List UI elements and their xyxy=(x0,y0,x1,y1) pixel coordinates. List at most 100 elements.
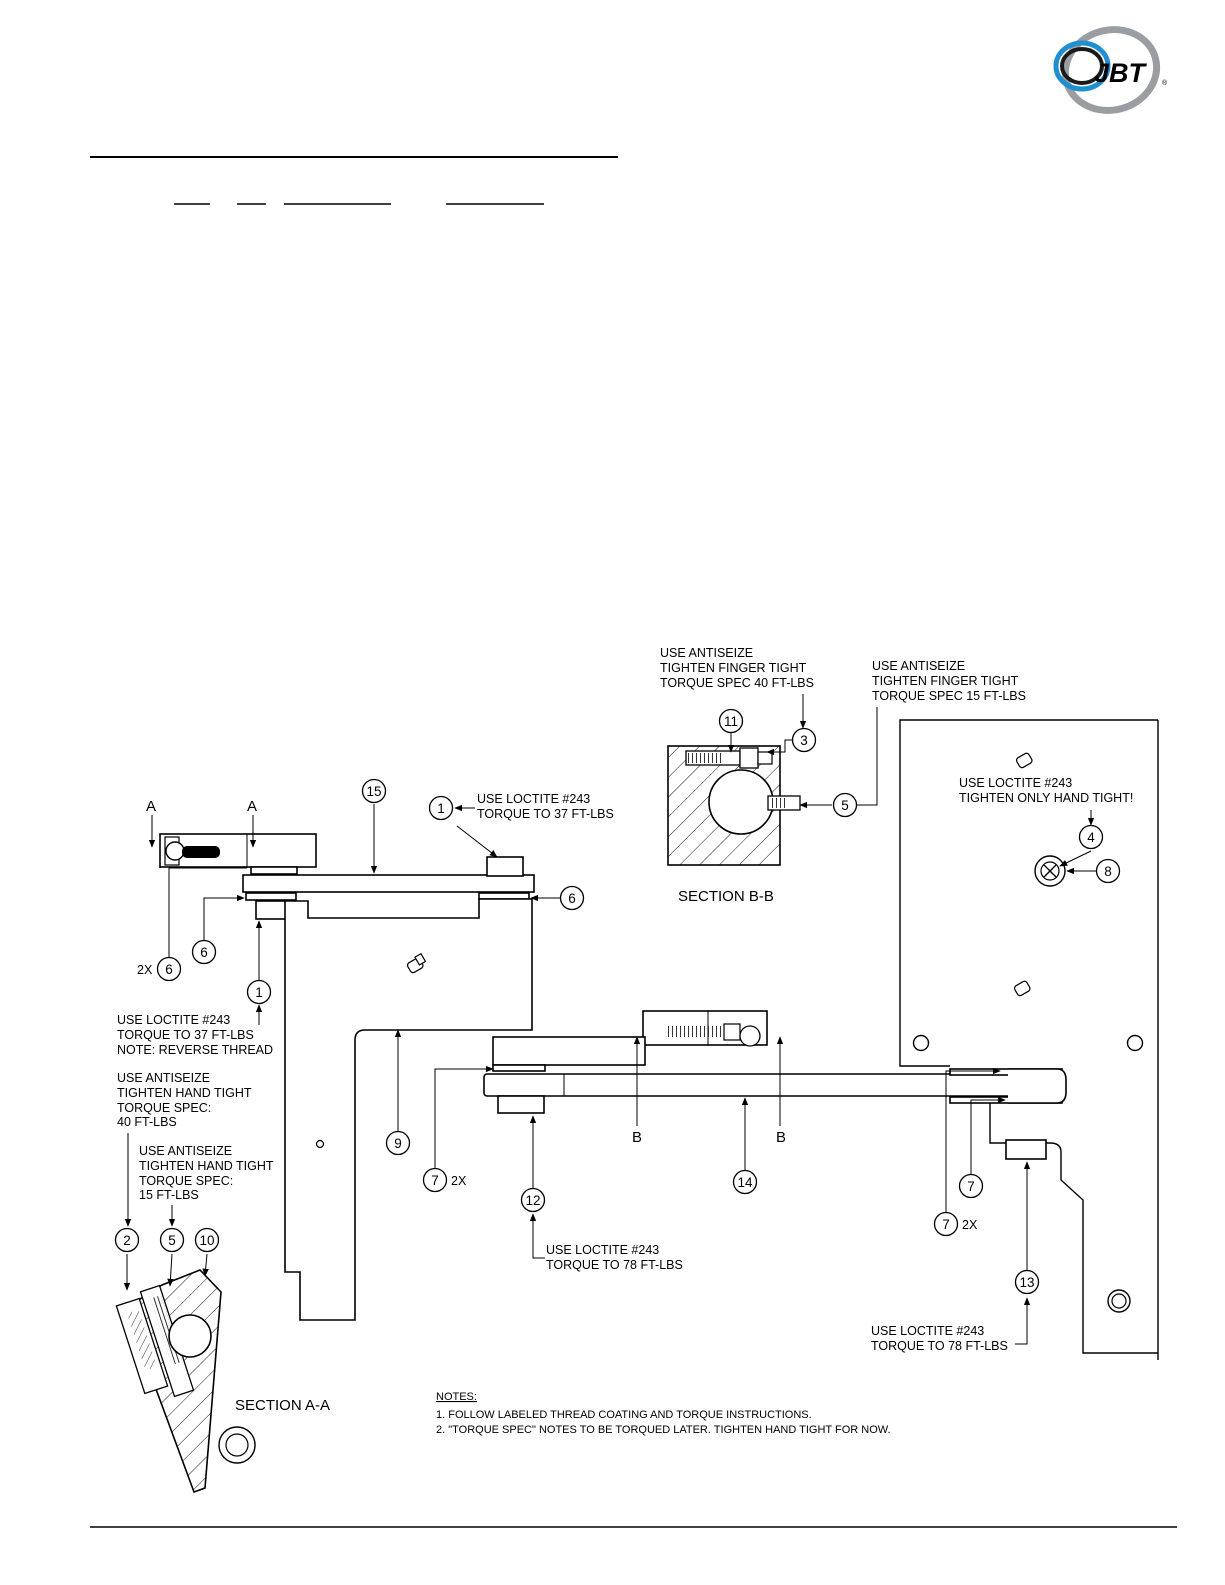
svg-text:USE ANTISEIZE: USE ANTISEIZE xyxy=(872,659,965,673)
svg-text:USE ANTISEIZE: USE ANTISEIZE xyxy=(117,1071,210,1085)
svg-text:TORQUE TO 78 FT-LBS: TORQUE TO 78 FT-LBS xyxy=(871,1339,1008,1353)
upper-bracket-assembly xyxy=(159,833,535,1321)
callout-loctite-37-reverse: USE LOCTITE #243 TORQUE TO 37 FT-LBS NOT… xyxy=(117,1013,273,1057)
balloon-5-bb: 5 xyxy=(832,792,858,818)
svg-text:5: 5 xyxy=(841,798,849,813)
balloon-1-bottom: 1 xyxy=(246,979,272,1005)
svg-text:USE LOCTITE #243: USE LOCTITE #243 xyxy=(871,1324,984,1338)
balloon-3: 3 xyxy=(791,727,817,753)
cut-b-left: B xyxy=(632,1129,642,1146)
cut-a-right: A xyxy=(247,798,257,815)
logo-text: JBT xyxy=(1094,58,1148,88)
callout-loctite-37-top: USE LOCTITE #243 TORQUE TO 37 FT-LBS xyxy=(477,792,614,821)
right-mount-plate xyxy=(899,719,1159,1360)
svg-text:USE LOCTITE #243: USE LOCTITE #243 xyxy=(959,776,1072,790)
svg-text:TORQUE SPEC:: TORQUE SPEC: xyxy=(139,1174,233,1188)
balloon-6-right: 6 xyxy=(559,885,585,911)
balloon-7-right: 7 xyxy=(958,1173,984,1199)
svg-text:15 FT-LBS: 15 FT-LBS xyxy=(139,1188,199,1202)
svg-text:®: ® xyxy=(1162,79,1168,87)
balloon-5-aa: 5 xyxy=(159,1227,185,1253)
callout-loctite-78-left: USE LOCTITE #243 TORQUE TO 78 FT-LBS xyxy=(546,1243,683,1272)
item-balloons: 15 1 6 6 6 2X 1 9 7 2X 12 14 7 7 2X 13 4… xyxy=(114,708,1121,1295)
cut-b-right: B xyxy=(776,1129,786,1146)
svg-text:TIGHTEN FINGER TIGHT: TIGHTEN FINGER TIGHT xyxy=(660,661,807,675)
svg-text:12: 12 xyxy=(525,1193,540,1208)
callout-antiseize-hand-15: USE ANTISEIZE TIGHTEN HAND TIGHT TORQUE … xyxy=(139,1144,274,1202)
jbt-logo: JBT ® xyxy=(1053,26,1168,114)
svg-text:TORQUE SPEC 40 FT-LBS: TORQUE SPEC 40 FT-LBS xyxy=(660,676,814,690)
qty-2x-7-right: 2X xyxy=(962,1218,978,1232)
svg-text:TORQUE SPEC:: TORQUE SPEC: xyxy=(117,1101,211,1115)
callout-loctite-78-right: USE LOCTITE #243 TORQUE TO 78 FT-LBS xyxy=(871,1324,1008,1353)
balloon-11: 11 xyxy=(718,708,744,734)
svg-text:14: 14 xyxy=(737,1175,753,1190)
callout-antiseize-40: USE ANTISEIZE TIGHTEN FINGER TIGHT TORQU… xyxy=(660,646,814,690)
balloon-14: 14 xyxy=(732,1169,758,1195)
section-b-b-view xyxy=(667,745,801,866)
svg-text:7: 7 xyxy=(942,1217,950,1232)
note-2: 2. "TORQUE SPEC" NOTES TO BE TORQUED LAT… xyxy=(436,1424,891,1436)
balloon-13: 13 xyxy=(1014,1269,1040,1295)
balloon-12: 12 xyxy=(520,1187,546,1213)
grease-fitting-icon xyxy=(406,952,427,974)
svg-text:2: 2 xyxy=(123,1233,131,1248)
svg-text:TORQUE TO 37 FT-LBS: TORQUE TO 37 FT-LBS xyxy=(117,1028,254,1042)
svg-text:9: 9 xyxy=(394,1136,402,1151)
svg-text:10: 10 xyxy=(199,1233,214,1248)
svg-text:USE LOCTITE #243: USE LOCTITE #243 xyxy=(477,792,590,806)
svg-text:TORQUE TO 37 FT-LBS: TORQUE TO 37 FT-LBS xyxy=(477,807,614,821)
svg-text:6: 6 xyxy=(200,945,208,960)
leader-lines xyxy=(123,694,1096,1345)
balloon-4: 4 xyxy=(1078,824,1104,850)
lower-arm-assembly xyxy=(483,1010,1067,1114)
note-1: 1. FOLLOW LABELED THREAD COATING AND TOR… xyxy=(436,1409,812,1421)
svg-text:3: 3 xyxy=(800,733,808,748)
svg-text:TIGHTEN FINGER TIGHT: TIGHTEN FINGER TIGHT xyxy=(872,674,1019,688)
balloon-8: 8 xyxy=(1095,858,1121,884)
qty-2x-7-left: 2X xyxy=(451,1174,467,1188)
balloon-6-2x: 6 xyxy=(156,956,182,982)
svg-text:40 FT-LBS: 40 FT-LBS xyxy=(117,1115,177,1129)
svg-text:13: 13 xyxy=(1019,1275,1034,1290)
balloon-9: 9 xyxy=(385,1130,411,1156)
section-b-b-label: SECTION B-B xyxy=(678,888,774,905)
notes-heading: NOTES: xyxy=(436,1391,477,1403)
balloon-6-left: 6 xyxy=(191,939,217,965)
section-a-a-view xyxy=(115,1269,256,1494)
svg-text:1: 1 xyxy=(255,985,263,1000)
cut-a-left: A xyxy=(146,798,156,815)
callout-loctite-hand-tight: USE LOCTITE #243 TIGHTEN ONLY HAND TIGHT… xyxy=(959,776,1133,805)
svg-text:11: 11 xyxy=(724,714,738,729)
section-a-a-label: SECTION A-A xyxy=(235,1397,330,1414)
balloon-7-left: 7 xyxy=(422,1167,448,1193)
svg-text:TORQUE TO 78 FT-LBS: TORQUE TO 78 FT-LBS xyxy=(546,1258,683,1272)
svg-text:NOTE: REVERSE THREAD: NOTE: REVERSE THREAD xyxy=(117,1043,273,1057)
svg-text:1: 1 xyxy=(437,801,445,816)
svg-text:USE ANTISEIZE: USE ANTISEIZE xyxy=(139,1144,232,1158)
balloon-10: 10 xyxy=(194,1227,220,1253)
svg-text:4: 4 xyxy=(1087,830,1095,845)
grease-fitting-icon xyxy=(1013,752,1033,997)
callout-antiseize-hand-40: USE ANTISEIZE TIGHTEN HAND TIGHT TORQUE … xyxy=(117,1071,252,1129)
svg-text:6: 6 xyxy=(165,962,173,977)
svg-text:TIGHTEN ONLY HAND TIGHT!: TIGHTEN ONLY HAND TIGHT! xyxy=(959,791,1133,805)
svg-text:15: 15 xyxy=(366,784,381,799)
notes-block: NOTES: 1. FOLLOW LABELED THREAD COATING … xyxy=(436,1391,891,1436)
callout-antiseize-15: USE ANTISEIZE TIGHTEN FINGER TIGHT TORQU… xyxy=(872,659,1026,703)
svg-text:7: 7 xyxy=(431,1173,439,1188)
svg-text:TIGHTEN HAND TIGHT: TIGHTEN HAND TIGHT xyxy=(117,1086,252,1100)
svg-text:USE LOCTITE #243: USE LOCTITE #243 xyxy=(546,1243,659,1257)
svg-text:TIGHTEN HAND TIGHT: TIGHTEN HAND TIGHT xyxy=(139,1159,274,1173)
balloon-2: 2 xyxy=(114,1227,140,1253)
svg-text:8: 8 xyxy=(1104,864,1112,879)
svg-text:7: 7 xyxy=(967,1179,975,1194)
balloon-15: 15 xyxy=(361,778,387,804)
svg-text:6: 6 xyxy=(568,891,576,906)
qty-2x-6: 2X xyxy=(137,963,153,977)
balloon-1-top: 1 xyxy=(428,795,454,821)
svg-text:5: 5 xyxy=(168,1233,176,1248)
svg-text:USE ANTISEIZE: USE ANTISEIZE xyxy=(660,646,753,660)
balloon-7-2x-right: 7 xyxy=(933,1211,959,1237)
